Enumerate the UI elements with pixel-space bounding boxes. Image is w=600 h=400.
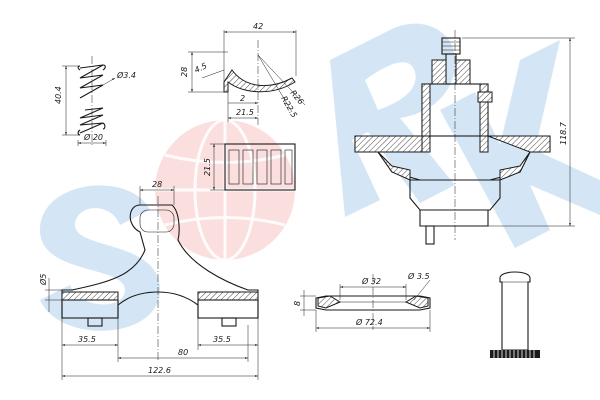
assembly-height-dimension: 118.7	[559, 121, 568, 145]
cage-height-dimension: 21.5	[203, 158, 212, 176]
yoke-center-dimension: 80	[178, 348, 188, 357]
ring-left-section	[317, 295, 342, 309]
yoke-right-dimension: 35.5	[213, 335, 231, 344]
assembly-right-collar	[455, 59, 471, 85]
assembly-flange-right-section	[487, 135, 551, 181]
cage-outline	[224, 143, 296, 191]
yoke-right-section	[197, 291, 259, 301]
assembly-base	[409, 179, 501, 211]
ring-inner-dimension: Ø 32	[361, 276, 381, 286]
ring-height-dimension: 8	[293, 301, 302, 306]
spring-view: Ø3.4 40.4 Ø 20	[54, 56, 136, 146]
knob-view	[490, 271, 540, 358]
tray-thickness-dimension: 2	[240, 94, 245, 103]
knob-body	[499, 271, 531, 351]
yoke-left-section	[61, 291, 119, 301]
assembly-lower-body	[419, 210, 489, 227]
tray-height-dimension: 28	[180, 67, 189, 77]
spring-diameter-dimension: Ø 20	[83, 132, 103, 142]
cage-rollers	[228, 149, 293, 185]
yoke-thickness-dimension: Ø5	[38, 274, 48, 286]
tray-width-dimension: 42	[253, 22, 263, 31]
assembly-spring-seat	[477, 91, 493, 103]
tray-offset-leader	[201, 69, 225, 79]
spring-wire-dimension: Ø3.4	[116, 70, 136, 80]
spring-wire-leader	[97, 77, 116, 89]
assembly-lower-pin	[425, 225, 435, 245]
yoke-right-foot	[197, 299, 259, 319]
ring-outline	[315, 295, 431, 311]
spring-height-dimension: 40.4	[54, 86, 63, 104]
cage-view: 21.5	[203, 143, 296, 191]
watermark	[40, 23, 600, 331]
spring-coils	[77, 64, 106, 136]
tray-section-profile	[223, 69, 296, 93]
yoke-top-boss	[139, 209, 175, 233]
tray-offset-dimension: 4.5	[193, 61, 208, 75]
tray-inner-dimension: 21.5	[236, 108, 254, 117]
assembly-left-collar	[431, 59, 447, 85]
yoke-overall-dimension: 122.6	[148, 366, 171, 375]
knob-knurled-base	[490, 350, 540, 358]
yoke-right-pin	[221, 317, 237, 327]
yoke-view: 28 Ø5 35.5 35.5 80 122.6	[38, 180, 259, 380]
ring-hole-dimension: Ø 3.5	[407, 271, 430, 281]
ring-outer-dimension: Ø 72.4	[355, 317, 383, 327]
ring-hole-leader	[413, 279, 431, 301]
ring-right-section	[404, 295, 429, 309]
tray-radius-leader	[257, 54, 306, 106]
yoke-top-dimension: 28	[152, 180, 162, 189]
knob-knurl-lines	[493, 350, 535, 358]
ring-view: Ø 32 Ø 3.5 8 Ø 72.4	[293, 271, 431, 332]
assembly-view: 118.7	[354, 30, 575, 245]
yoke-left-pin	[87, 317, 103, 327]
watermark-letter-s	[40, 185, 160, 331]
assembly-housing-left-wall	[421, 83, 431, 137]
tray-section-view: 42 28 4.5 2 21.5 R26 R22.5	[180, 22, 305, 125]
yoke-left-dimension: 35.5	[78, 335, 96, 344]
watermark-letter-r	[330, 23, 456, 217]
